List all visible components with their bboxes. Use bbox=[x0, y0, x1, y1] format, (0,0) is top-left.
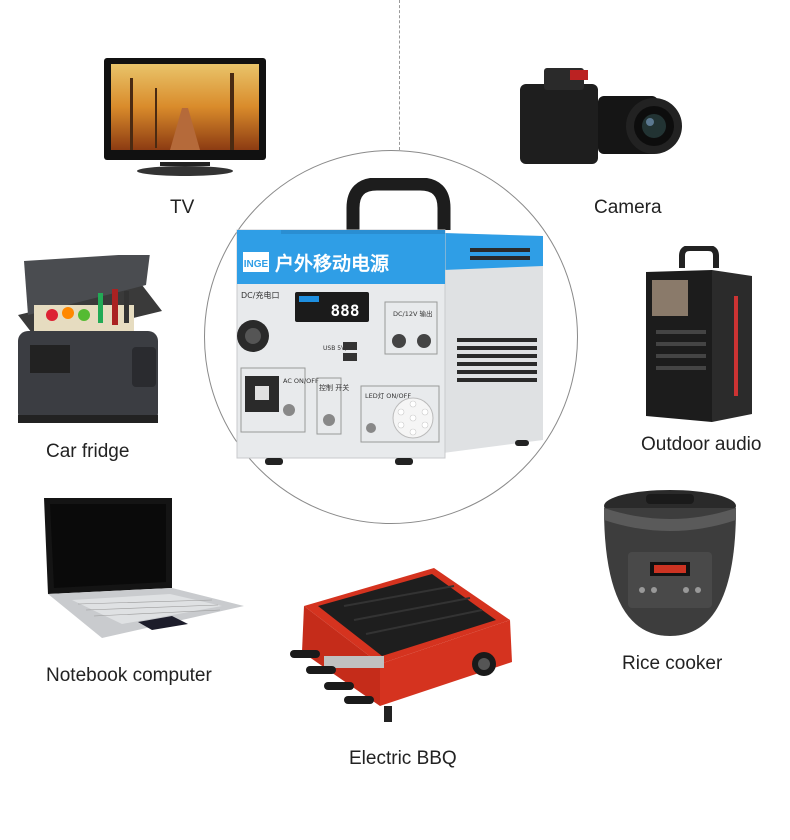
tv-image bbox=[104, 58, 266, 176]
device-title: 户外移动电源 bbox=[275, 252, 389, 275]
usb-label: USB 5V/2A bbox=[323, 345, 356, 352]
rice-cooker-image bbox=[604, 490, 736, 636]
label-tv: TV bbox=[170, 197, 195, 218]
bbq-image bbox=[290, 568, 512, 722]
label-notebook: Notebook computer bbox=[46, 665, 212, 686]
notebook-image bbox=[44, 498, 244, 638]
label-rice-cooker: Rice cooker bbox=[622, 653, 723, 674]
label-bbq: Electric BBQ bbox=[349, 748, 457, 769]
car-fridge-image bbox=[18, 255, 162, 423]
label-camera: Camera bbox=[594, 197, 662, 218]
control-label: 控制 开关 bbox=[319, 383, 349, 392]
label-outdoor-audio: Outdoor audio bbox=[641, 434, 762, 455]
led-label: LED灯 ON/OFF bbox=[365, 391, 411, 400]
connector-line bbox=[399, 0, 400, 150]
dc12-label: DC/12V 输出 bbox=[393, 309, 433, 318]
label-car-fridge: Car fridge bbox=[46, 441, 130, 462]
lcd-digits: 888 bbox=[331, 301, 360, 320]
dc-charge-label: DC/充电口 bbox=[241, 290, 279, 300]
power-station-image: INGE 户外移动电源 DC/充电口 888 USB 5V/2A DC/12V … bbox=[236, 178, 543, 465]
camera-image bbox=[520, 68, 682, 164]
outdoor-audio-image bbox=[646, 246, 752, 422]
ac-label: AC ON/OFF bbox=[283, 377, 319, 385]
brand-logo: INGE bbox=[244, 259, 269, 270]
